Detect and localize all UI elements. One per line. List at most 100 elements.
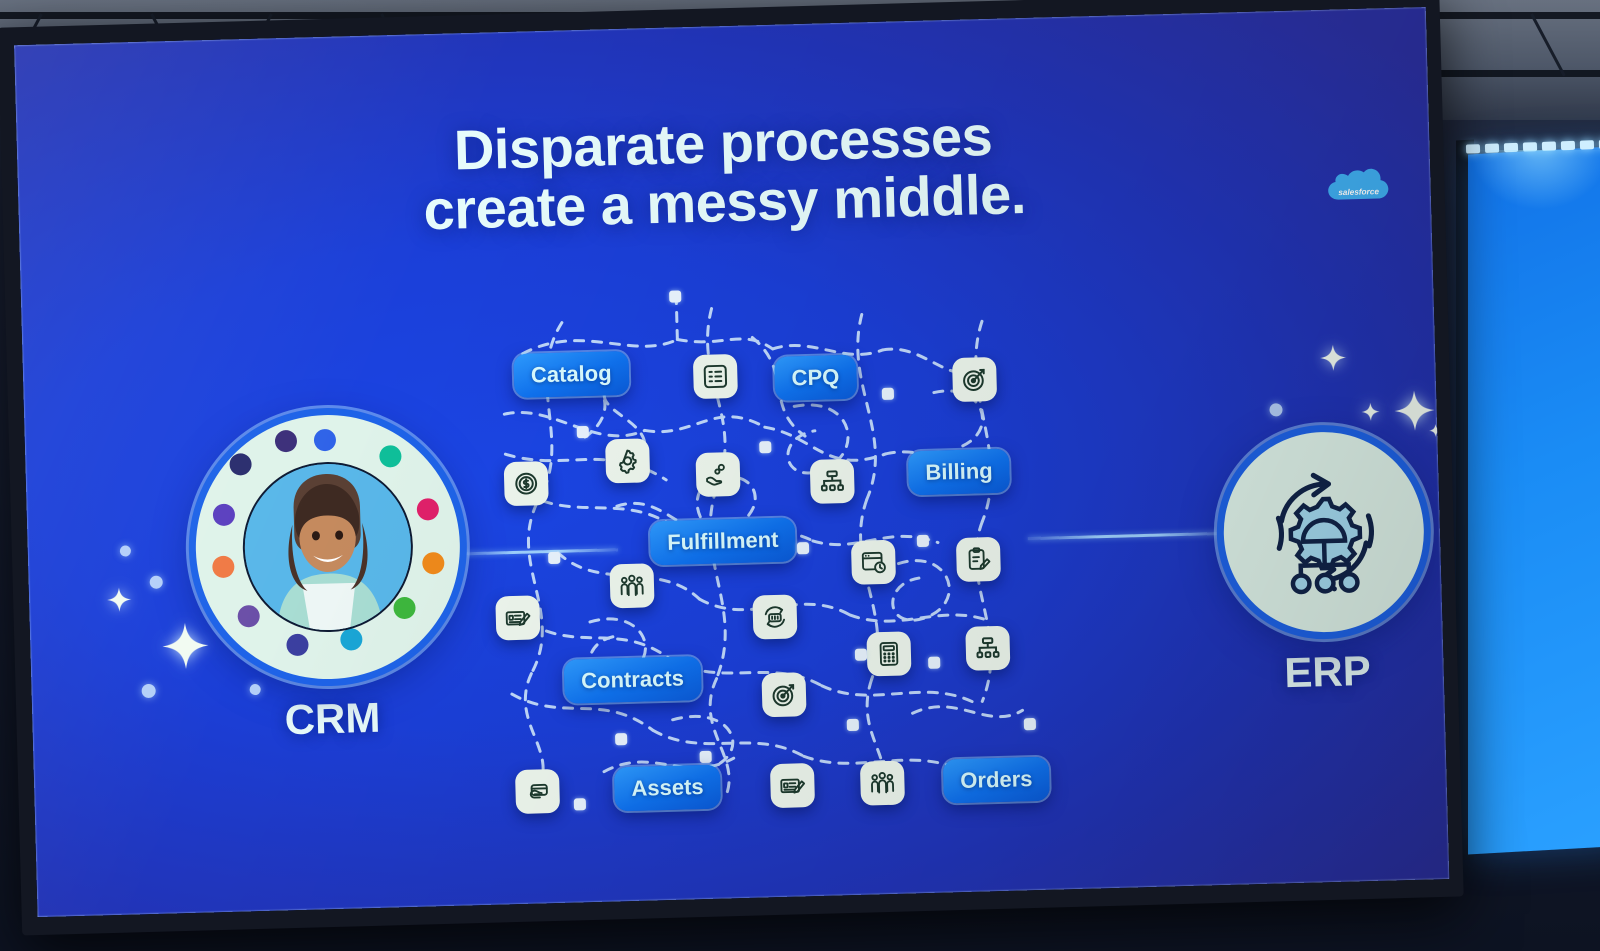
decorative-dot	[1269, 403, 1283, 417]
chip-catalog[interactable]: Catalog	[513, 350, 630, 398]
tile-org-chart-2[interactable]	[965, 625, 1011, 671]
connector-node	[573, 798, 587, 811]
connector-node	[759, 441, 772, 454]
chip-label-assets: Assets	[613, 764, 722, 812]
connector-node	[854, 648, 868, 661]
calculator-icon	[866, 631, 912, 677]
endpoint-erp[interactable]: ERP	[1221, 429, 1428, 698]
tile-dollar[interactable]	[503, 461, 549, 507]
people-group-icon	[609, 563, 655, 609]
avatar-dot	[340, 628, 363, 651]
avatar-dot	[393, 596, 416, 620]
presentation-screen: Disparate processes create a messy middl…	[14, 7, 1450, 918]
tile-gear[interactable]	[605, 438, 651, 484]
tile-list-checklist[interactable]	[692, 353, 738, 400]
messy-middle-diagram: Catalog CPQ	[461, 280, 1051, 815]
endpoint-crm[interactable]: CRM	[192, 411, 465, 747]
crm-label: CRM	[284, 693, 381, 744]
connector-node	[928, 656, 941, 669]
tile-hand-coins[interactable]	[695, 451, 741, 498]
signature-check-icon	[495, 595, 541, 641]
hand-card-icon	[514, 768, 561, 815]
avatar-dot	[313, 428, 337, 452]
chip-orders[interactable]: Orders	[942, 756, 1051, 804]
target-dartboard-icon	[761, 672, 807, 718]
tile-hand-card[interactable]	[514, 768, 561, 815]
chip-label-orders: Orders	[942, 756, 1051, 804]
chip-cpq[interactable]: CPQ	[774, 354, 857, 401]
connector-node	[669, 290, 682, 303]
org-chart-icon	[965, 625, 1011, 671]
tile-clipboard-edit[interactable]	[955, 536, 1002, 583]
list-checklist-icon	[692, 353, 738, 400]
tile-people-2[interactable]	[859, 760, 906, 806]
target-dartboard-icon	[951, 356, 998, 403]
sparkle-icon	[162, 622, 209, 669]
sparkle-icon	[1394, 390, 1435, 431]
tile-org-chart-1[interactable]	[809, 458, 855, 504]
avatar-dot	[286, 633, 309, 657]
signature-check-icon	[769, 762, 816, 809]
gear-settings-icon	[605, 438, 651, 484]
chip-billing[interactable]: Billing	[907, 448, 1011, 496]
salesforce-logo-text: salesforce	[1338, 187, 1379, 197]
avatar	[240, 459, 416, 635]
main-screen-wall: Disparate processes create a messy middl…	[0, 0, 1472, 951]
tile-signature-1[interactable]	[495, 595, 541, 641]
connector-node	[548, 551, 561, 565]
chip-contracts[interactable]: Contracts	[563, 656, 702, 704]
decorative-dot	[149, 575, 163, 589]
sparkle-icon	[1429, 424, 1443, 438]
people-group-icon	[859, 760, 906, 806]
dollar-coin-icon	[503, 461, 549, 507]
tile-robot-cycle[interactable]	[752, 594, 798, 640]
chip-label-contracts: Contracts	[563, 656, 702, 704]
erp-gear-cycle-icon	[1275, 472, 1374, 595]
stage-light-glow	[1470, 150, 1600, 210]
chip-label-cpq: CPQ	[774, 354, 857, 401]
chip-assets[interactable]: Assets	[613, 764, 722, 812]
chip-label-fulfillment: Fulfillment	[649, 517, 797, 566]
tile-target-1[interactable]	[951, 356, 998, 403]
tile-signature-2[interactable]	[769, 762, 816, 809]
tile-target-2[interactable]	[761, 672, 807, 718]
secondary-screen	[1468, 145, 1600, 855]
connector-node	[881, 387, 895, 400]
tile-window-clock[interactable]	[850, 539, 897, 585]
avatar-dot	[416, 498, 440, 521]
page-title: Disparate processes create a messy middl…	[17, 95, 1432, 251]
clipboard-edit-icon	[955, 536, 1002, 583]
tile-calculator[interactable]	[866, 631, 912, 677]
avatar-dot	[212, 555, 235, 579]
connector-node	[796, 542, 810, 555]
connector-node	[1023, 717, 1037, 731]
connector-node	[576, 425, 589, 439]
org-chart-icon	[809, 458, 855, 504]
sparkle-icon	[107, 587, 132, 612]
salesforce-cloud-logo: salesforce	[1320, 160, 1397, 214]
connector-node	[916, 534, 930, 548]
crm-ring	[192, 411, 464, 683]
tile-people-1[interactable]	[609, 563, 655, 609]
window-clock-icon	[850, 539, 897, 585]
avatar-dot	[212, 503, 236, 527]
erp-label: ERP	[1283, 646, 1372, 697]
avatar-dot	[274, 429, 298, 453]
decorative-dot	[119, 545, 132, 557]
slide: Disparate processes create a messy middl…	[14, 7, 1449, 917]
hand-coins-icon	[695, 451, 741, 498]
connector-node	[699, 750, 712, 764]
chip-fulfillment[interactable]: Fulfillment	[649, 517, 797, 566]
middle-to-erp-wire	[1027, 531, 1228, 541]
chip-label-catalog: Catalog	[513, 350, 630, 398]
connector-node	[846, 718, 860, 732]
avatar-dot	[237, 604, 260, 628]
sparkle-icon	[1361, 402, 1380, 421]
chip-label-billing: Billing	[907, 448, 1011, 496]
avatar-dot	[229, 453, 252, 476]
avatar-dot	[422, 551, 445, 575]
erp-ring	[1221, 429, 1427, 635]
robot-cycle-icon	[752, 594, 798, 640]
connector-node	[614, 733, 628, 746]
